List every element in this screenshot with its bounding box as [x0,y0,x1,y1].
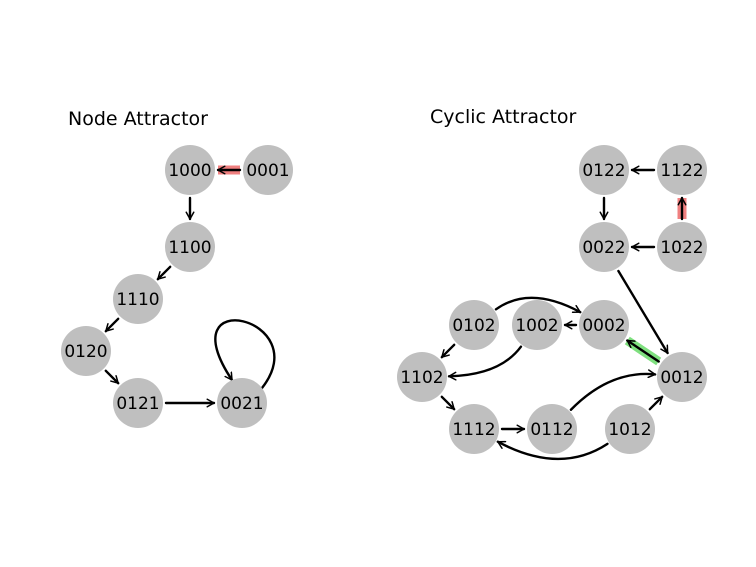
state-node-label: 0022 [582,238,625,258]
state-node-label: 1112 [452,420,495,440]
state-node-0121: 0121 [113,378,163,428]
state-node-1102: 1102 [397,352,447,402]
state-node-label: 0021 [220,394,263,414]
state-node-1012: 1012 [605,404,655,454]
state-node-circle [527,404,577,454]
state-node-circle [579,222,629,272]
state-node-1022: 1022 [657,222,707,272]
edges [104,165,687,461]
state-node-circle [61,326,111,376]
state-node-circle [217,378,267,428]
state-node-1110: 1110 [113,274,163,324]
state-node-1000: 1000 [165,145,215,195]
state-node-label: 0002 [582,316,625,336]
state-node-label: 1012 [608,420,651,440]
edge-1100-to-1110 [156,265,172,281]
edge-0112-to-0012 [569,369,657,411]
state-node-label: 0012 [660,368,703,388]
state-node-circle [605,404,655,454]
state-node-circle [113,274,163,324]
edge-0102-to-1102 [440,343,456,359]
state-node-0002: 0002 [579,300,629,350]
state-node-circle [113,378,163,428]
state-node-circle [243,145,293,195]
state-node-label: 0001 [246,161,289,181]
state-node-1002: 1002 [512,300,562,350]
state-node-label: 1000 [168,161,211,181]
state-node-label: 1002 [515,316,558,336]
state-node-1112: 1112 [449,404,499,454]
edge-0120-to-0121 [104,369,120,385]
state-node-circle [165,222,215,272]
state-node-circle [579,300,629,350]
state-node-circle [512,300,562,350]
state-node-label: 1022 [660,238,703,258]
state-node-0022: 0022 [579,222,629,272]
state-node-circle [657,352,707,402]
state-node-0112: 0112 [527,404,577,454]
edge-1102-to-1112 [440,395,456,411]
state-node-label: 1110 [116,290,159,310]
state-node-circle [579,145,629,195]
edge-0102-to-0002 [494,296,582,314]
edge-1002-to-1102 [447,345,523,381]
state-node-label: 1102 [400,368,443,388]
state-node-circle [165,145,215,195]
state-node-label: 1122 [660,161,703,181]
state-node-0021: 0021 [217,378,267,428]
state-node-0102: 0102 [449,300,499,350]
state-node-circle [397,352,447,402]
edge-0012-to-0002 [626,339,660,363]
edge-0021-to-0021 [214,319,276,390]
nodes: 1000 0001 1100 1110 0120 0121 0021 0122 1122 0022… [61,145,707,454]
cyclic-attractor-title: Cyclic Attractor [430,106,577,128]
state-node-circle [657,145,707,195]
state-node-0012: 0012 [657,352,707,402]
state-node-1100: 1100 [165,222,215,272]
state-node-0122: 0122 [579,145,629,195]
state-node-0120: 0120 [61,326,111,376]
state-node-circle [449,404,499,454]
edge-1012-to-1112 [496,440,609,461]
edge-1110-to-0120 [104,317,120,333]
state-node-label: 0122 [582,161,625,181]
state-node-label: 0120 [64,342,107,362]
state-node-label: 0102 [452,316,495,336]
state-node-circle [657,222,707,272]
state-node-label: 1100 [168,238,211,258]
state-node-label: 0121 [116,394,159,414]
edge-0022-to-0012 [617,269,669,355]
state-node-1122: 1122 [657,145,707,195]
state-node-circle [449,300,499,350]
state-node-label: 0112 [530,420,573,440]
edge-1012-to-0012 [648,395,664,411]
state-node-0001: 0001 [243,145,293,195]
node-attractor-title: Node Attractor [68,108,208,130]
